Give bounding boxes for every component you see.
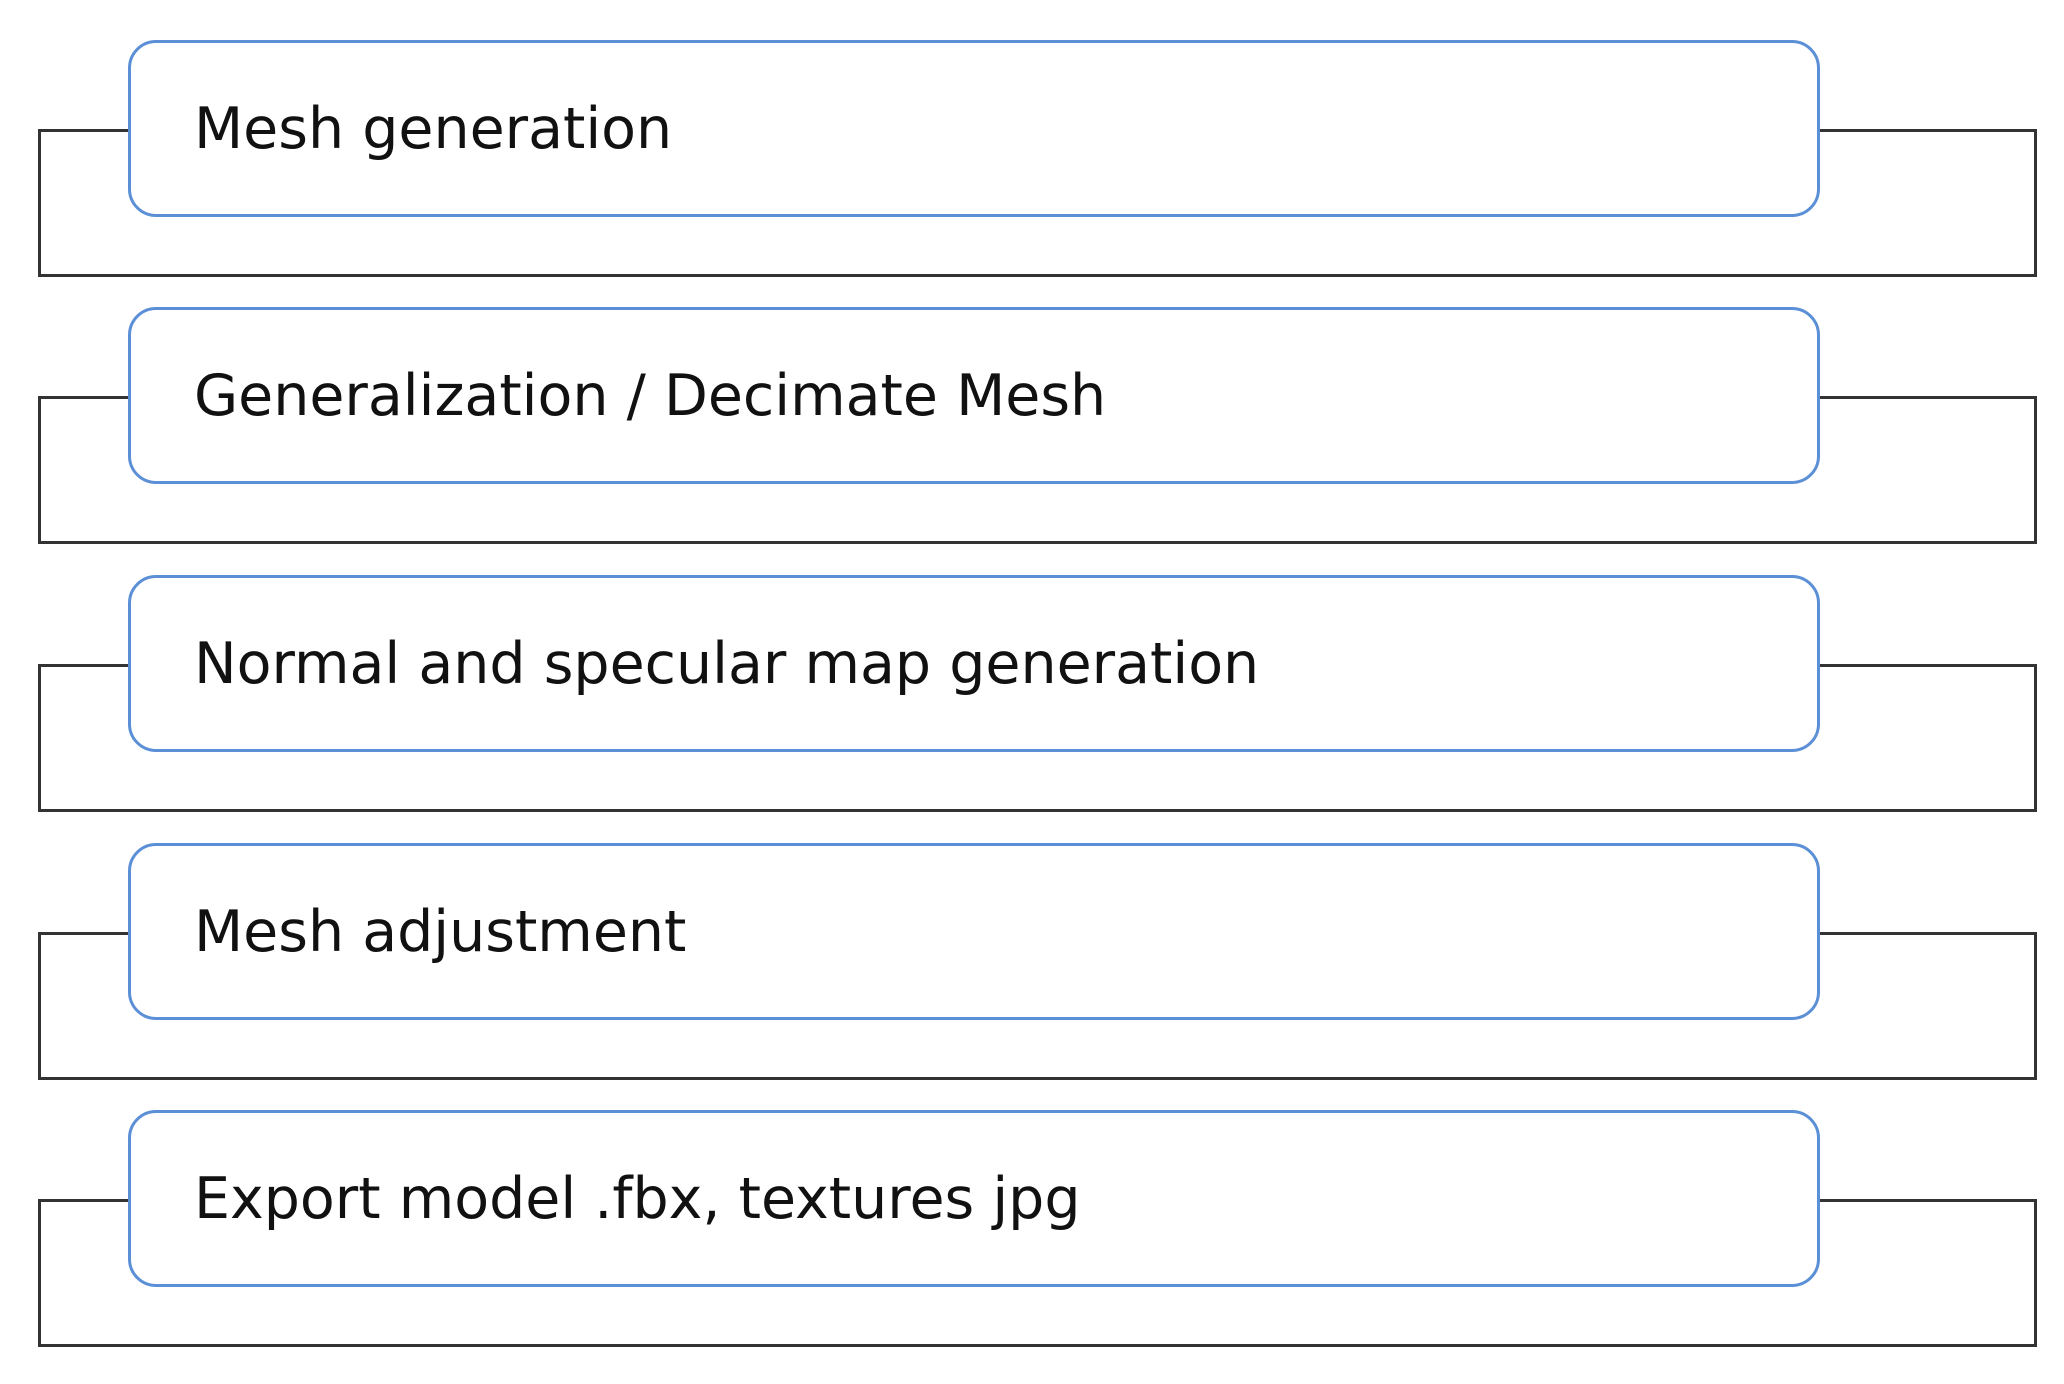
step-label: Mesh adjustment bbox=[194, 898, 687, 965]
step-box: Export model .fbx, textures jpg bbox=[128, 1110, 1820, 1287]
step-box: Generalization / Decimate Mesh bbox=[128, 307, 1820, 484]
step-box: Mesh generation bbox=[128, 40, 1820, 217]
step-generalization-decimate-mesh: Generalization / Decimate Mesh bbox=[0, 307, 2064, 562]
step-mesh-adjustment: Mesh adjustment bbox=[0, 843, 2064, 1098]
step-box: Mesh adjustment bbox=[128, 843, 1820, 1020]
step-label: Export model .fbx, textures jpg bbox=[194, 1165, 1081, 1232]
step-mesh-generation: Mesh generation bbox=[0, 40, 2064, 295]
step-label: Mesh generation bbox=[194, 95, 673, 162]
step-normal-specular-map-generation: Normal and specular map generation bbox=[0, 575, 2064, 830]
step-export-model: Export model .fbx, textures jpg bbox=[0, 1110, 2064, 1365]
step-label: Normal and specular map generation bbox=[194, 630, 1260, 697]
step-box: Normal and specular map generation bbox=[128, 575, 1820, 752]
step-label: Generalization / Decimate Mesh bbox=[194, 362, 1107, 429]
